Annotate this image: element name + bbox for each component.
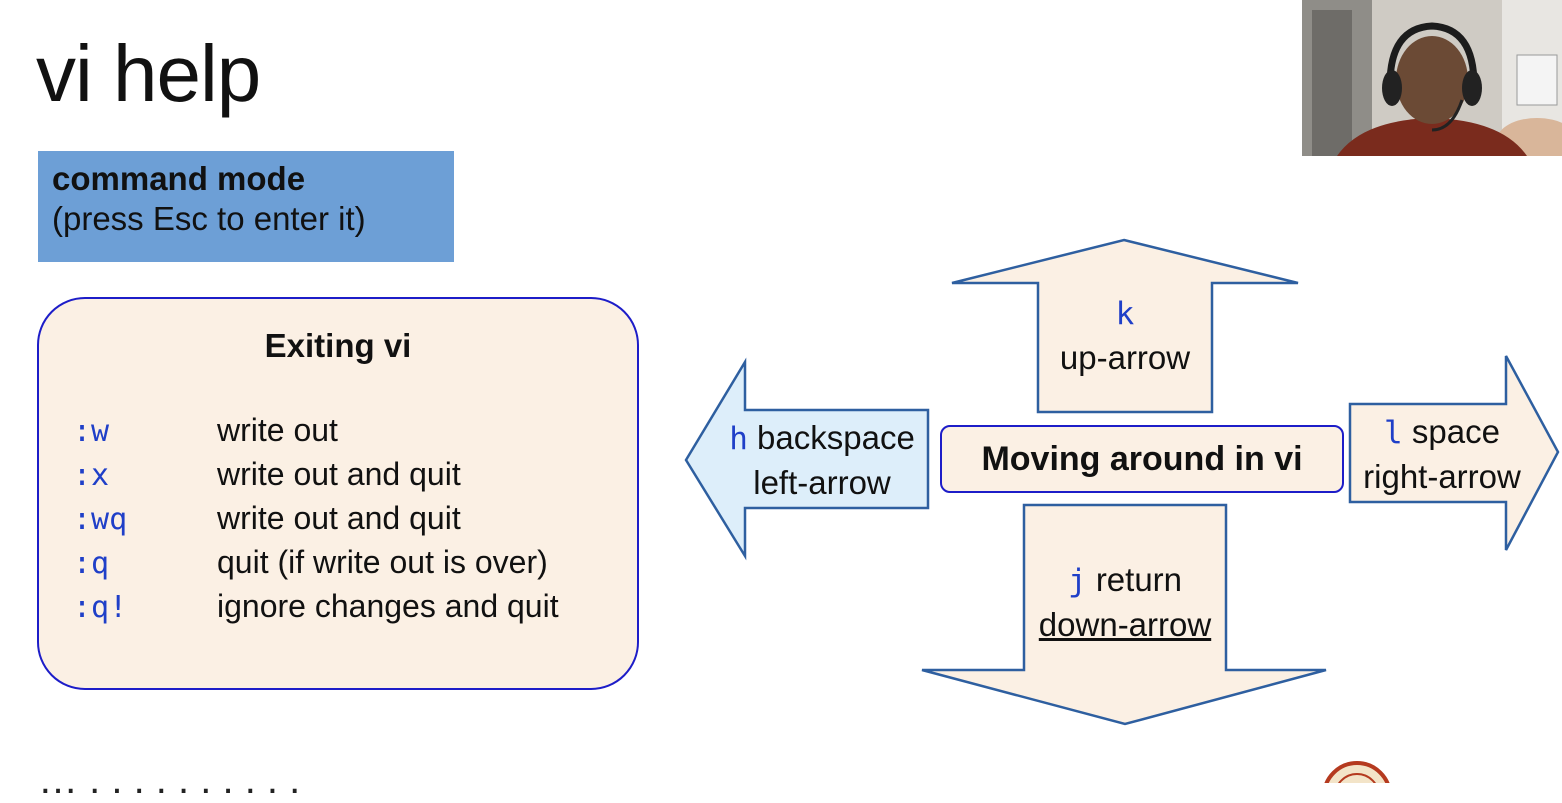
exiting-vi-title: Exiting vi [264, 327, 412, 364]
left-arrow-shape [684, 357, 930, 561]
down-arrow-shape [921, 503, 1327, 726]
command-description: ignore changes and quit [217, 588, 559, 624]
command-description: write out [217, 412, 338, 448]
left-arrow-text-2: left-arrow [753, 464, 891, 501]
command-key: :x [73, 458, 110, 493]
arrow-diagram [684, 238, 1560, 726]
down-arrow-label: j return down-arrow [1026, 558, 1224, 647]
right-arrow-shape [1348, 355, 1560, 551]
right-key: l [1384, 415, 1403, 451]
footer-text-fragment: … . . . . . . . . . . [38, 758, 301, 802]
moving-around-box: Moving around in vi [940, 425, 1344, 493]
command-mode-box: command mode (press Esc to enter it) [38, 151, 454, 262]
command-mode-subtitle: (press Esc to enter it) [52, 200, 366, 237]
right-arrow-text-1: space [1411, 413, 1500, 450]
command-row: :wq write out and quit [73, 496, 461, 540]
up-arrow-text: up-arrow [1059, 339, 1191, 376]
down-key: j [1067, 563, 1087, 599]
up-arrow-label: k up-arrow [1040, 292, 1210, 380]
presenter-webcam [1302, 0, 1562, 156]
command-row: :x write out and quit [73, 452, 461, 496]
command-mode-heading: command mode [52, 160, 306, 197]
institute-logo [1324, 761, 1390, 783]
left-key: h [729, 421, 748, 457]
command-row: :q quit (if write out is over) [73, 540, 548, 584]
command-description: write out and quit [217, 456, 461, 492]
command-key: :q [73, 546, 110, 581]
command-description: quit (if write out is over) [217, 544, 548, 580]
right-arrow-text-2: right-arrow [1363, 458, 1521, 495]
command-row: :w write out [73, 408, 338, 452]
command-description: write out and quit [217, 500, 461, 536]
command-row: :q! ignore changes and quit [73, 584, 559, 628]
presenter-video-image [1302, 0, 1562, 156]
command-key: :w [73, 414, 110, 449]
up-arrow-shape [951, 238, 1299, 414]
left-arrow-text-1: backspace [757, 419, 915, 456]
slide-title: vi help [36, 29, 261, 118]
down-arrow-text-2: down-arrow [1038, 606, 1212, 643]
down-arrow-text-1: return [1095, 561, 1183, 598]
left-arrow-label: h backspace left-arrow [716, 416, 928, 505]
right-arrow-label: l space right-arrow [1352, 410, 1532, 499]
command-key: :wq [73, 502, 128, 537]
moving-around-title: Moving around in vi [981, 439, 1303, 478]
command-key: :q! [73, 590, 128, 625]
up-key: k [1115, 296, 1135, 332]
exiting-vi-panel: Exiting vi :w write out :x write out and q… [37, 297, 639, 690]
